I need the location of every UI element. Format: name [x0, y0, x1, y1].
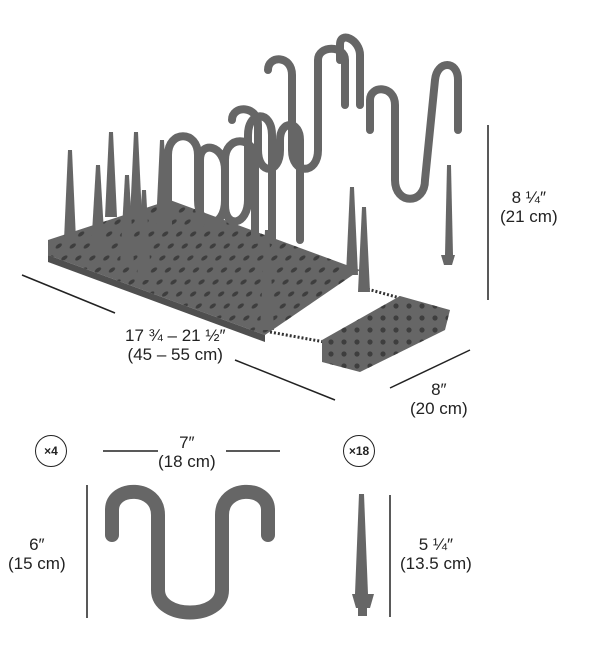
rack-width-metric: (20 cm): [410, 399, 468, 418]
divider-width-metric: (18 cm): [158, 452, 216, 471]
divider-height-metric: (15 cm): [8, 554, 66, 573]
peg-height-metric: (13.5 cm): [400, 554, 472, 573]
peg-piece: [352, 494, 374, 616]
peg-quantity-badge: ×18: [343, 435, 375, 467]
rack-height-label: 8 ¼″ (21 cm): [500, 188, 558, 226]
rack-height-imperial: 8 ¼″: [511, 188, 546, 207]
rack-width-label: 8″ (20 cm): [410, 380, 468, 418]
rack-width-imperial: 8″: [431, 380, 447, 399]
rack-extension-plate: [322, 296, 450, 372]
rack-extension-rails: [269, 285, 401, 345]
rack-length-label: 17 ¾ – 21 ½″ (45 – 55 cm): [125, 326, 226, 364]
divider-height-imperial: 6″: [29, 535, 45, 554]
rack-dividers: [164, 33, 462, 244]
divider-piece: [105, 484, 275, 620]
peg-height-imperial: 5 ¼″: [418, 535, 454, 554]
divider-height-label: 6″ (15 cm): [8, 535, 66, 573]
dimension-lines: [21, 125, 489, 618]
rack-length-imperial: 17 ¾ – 21 ½″: [125, 326, 226, 345]
length-dimension-line-left: [21, 274, 116, 314]
divider-width-label: 7″ (18 cm): [158, 433, 216, 471]
rack-height-metric: (21 cm): [500, 207, 558, 226]
rack-length-metric: (45 – 55 cm): [127, 345, 223, 364]
divider-width-imperial: 7″: [179, 433, 195, 452]
peg-height-label: 5 ¼″ (13.5 cm): [400, 535, 472, 573]
divider-quantity-badge: ×4: [35, 435, 67, 467]
length-dimension-line-right: [234, 359, 336, 401]
width-dimension-line: [389, 349, 471, 389]
